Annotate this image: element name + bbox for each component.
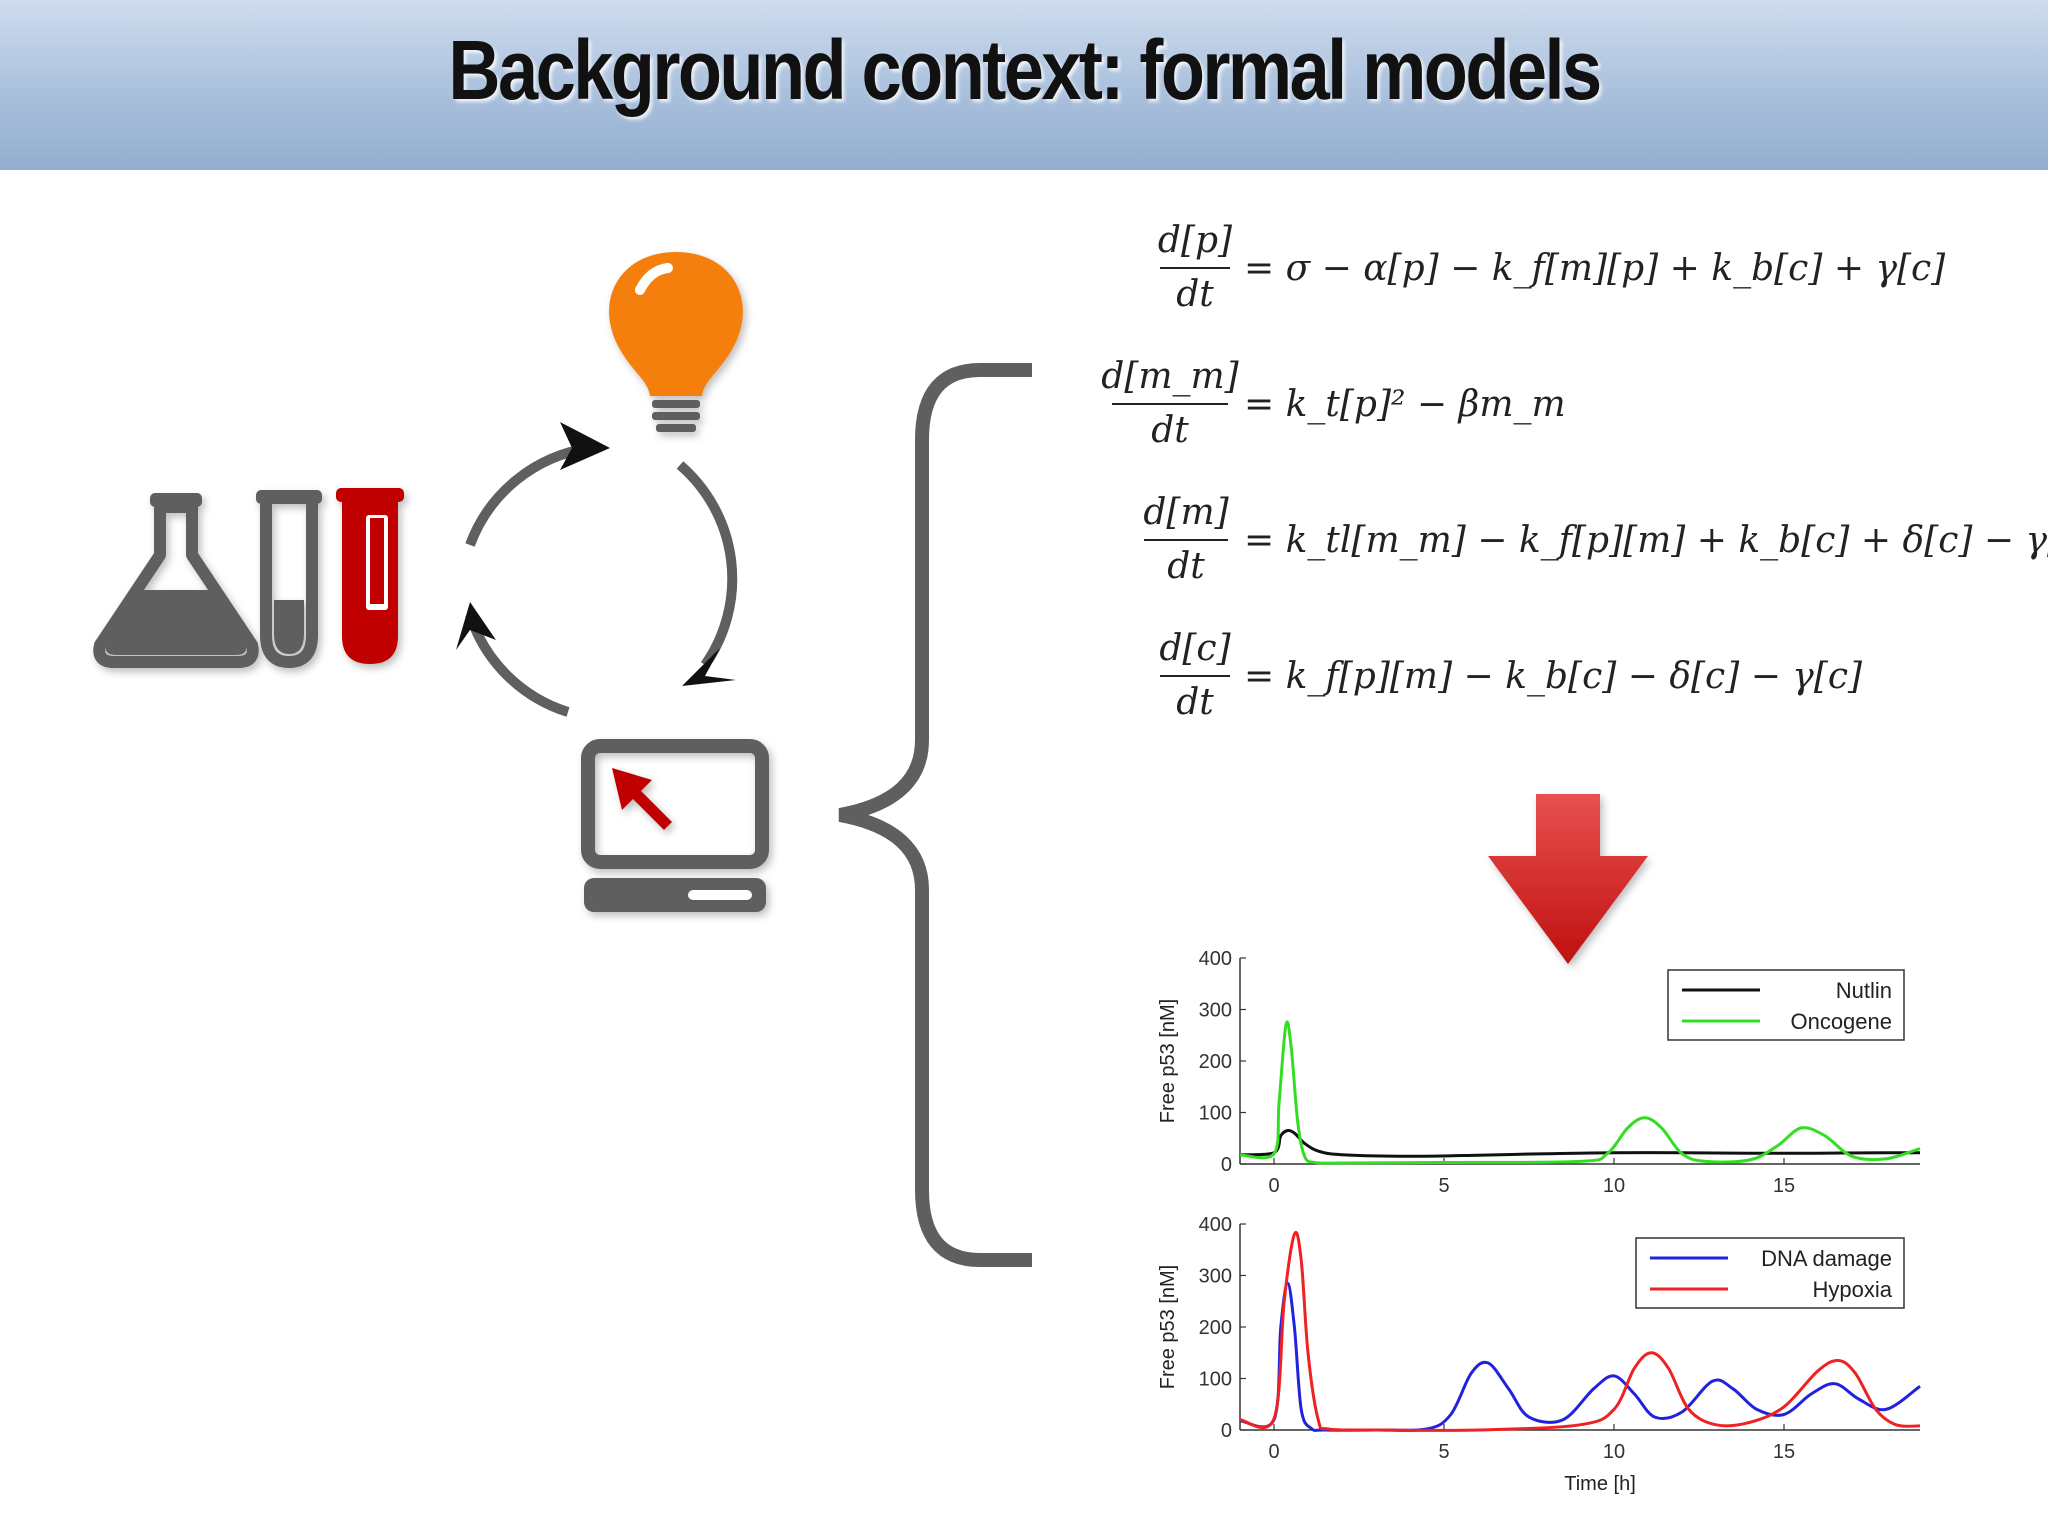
x-axis-label: Time [h]	[1564, 1473, 1636, 1495]
eq3-den: dt	[1167, 546, 1205, 587]
y-tick-label: 400	[1199, 1214, 1232, 1236]
y-tick-label: 0	[1221, 1154, 1232, 1176]
eq2-num: d[m_m]	[1101, 356, 1239, 397]
y-axis-label: Free p53 [nM]	[1157, 999, 1179, 1124]
y-tick-label: 0	[1221, 1420, 1232, 1442]
legend-label: Nutlin	[1836, 978, 1892, 1003]
y-tick-label: 400	[1199, 948, 1232, 970]
y-tick-label: 100	[1199, 1369, 1232, 1391]
lightbulb-icon	[609, 252, 743, 432]
series-line-dna-damage	[1239, 1281, 1921, 1432]
x-tick-label: 5	[1438, 1441, 1449, 1463]
legend-label: Oncogene	[1790, 1009, 1892, 1034]
cycle-arrows-icon	[465, 443, 738, 717]
series-line-hypoxia	[1239, 1231, 1921, 1432]
equation-3: d[m] dt = k_tl[m_m] − k_f[p][m] + k_b[c]…	[1143, 492, 2048, 587]
legend-box	[1635, 1237, 1905, 1309]
y-tick-label: 200	[1199, 1317, 1232, 1339]
series-line-oncogene	[1239, 1020, 1921, 1165]
eq3-rhs: = k_tl[m_m] − k_f[p][m] + k_b[c] + δ[c] …	[1244, 520, 2048, 561]
eq2-den: dt	[1151, 410, 1189, 451]
eq2-rhs: = k_t[p]² − βm_m	[1244, 384, 1566, 425]
brace-icon	[838, 363, 1032, 1267]
eq1-den: dt	[1176, 274, 1214, 315]
series-line-nutlin	[1239, 1128, 1921, 1158]
y-tick-label: 300	[1199, 1266, 1232, 1288]
x-tick-label: 10	[1603, 1175, 1625, 1197]
x-tick-label: 0	[1268, 1441, 1279, 1463]
x-tick-label: 0	[1268, 1175, 1279, 1197]
y-tick-label: 200	[1199, 1051, 1232, 1073]
legend-box	[1667, 969, 1905, 1041]
y-tick-label: 300	[1199, 1000, 1232, 1022]
chart-top: 0 100 200 300 400 0 5 10 15 Free p53 [nM] NutlinOn…	[1157, 948, 1921, 1197]
page-title: Background context: formal models	[448, 23, 1602, 117]
test-tube-red-icon	[336, 488, 404, 664]
computer-icon	[581, 739, 769, 912]
flask-icon	[93, 493, 259, 668]
legend-label: DNA damage	[1761, 1246, 1892, 1271]
equation-4: d[c] dt = k_f[p][m] − k_b[c] − δ[c] − γ[…	[1159, 628, 1863, 723]
eq1-num: d[p]	[1158, 220, 1233, 261]
eq1-rhs: = σ − α[p] − k_f[m][p] + k_b[c] + γ[c]	[1244, 248, 1946, 289]
y-tick-label: 100	[1199, 1103, 1232, 1125]
x-tick-label: 15	[1773, 1175, 1795, 1197]
test-tube-icon	[256, 490, 322, 669]
cycle-arrowheads	[456, 422, 736, 686]
equation-2: d[m_m] dt = k_t[p]² − βm_m	[1101, 356, 1565, 451]
eq4-den: dt	[1176, 682, 1214, 723]
x-tick-label: 5	[1438, 1175, 1449, 1197]
down-arrow-icon	[1488, 794, 1648, 964]
cursor-arrow-icon	[612, 768, 672, 830]
x-tick-label: 15	[1773, 1441, 1795, 1463]
eq4-num: d[c]	[1159, 628, 1231, 669]
equation-1: d[p] dt = σ − α[p] − k_f[m][p] + k_b[c] …	[1158, 220, 1946, 315]
eq3-num: d[m]	[1143, 492, 1229, 533]
title-bar: Background context: formal models	[0, 0, 2048, 170]
x-tick-label: 10	[1603, 1441, 1625, 1463]
eq4-rhs: = k_f[p][m] − k_b[c] − δ[c] − γ[c]	[1244, 656, 1863, 697]
chart-bottom: 0 100 200 300 400 0 5 10 15 Free p53 [nM] Time [h]…	[1157, 1214, 1921, 1495]
y-axis-label: Free p53 [nM]	[1157, 1265, 1179, 1390]
legend-label: Hypoxia	[1813, 1277, 1893, 1302]
